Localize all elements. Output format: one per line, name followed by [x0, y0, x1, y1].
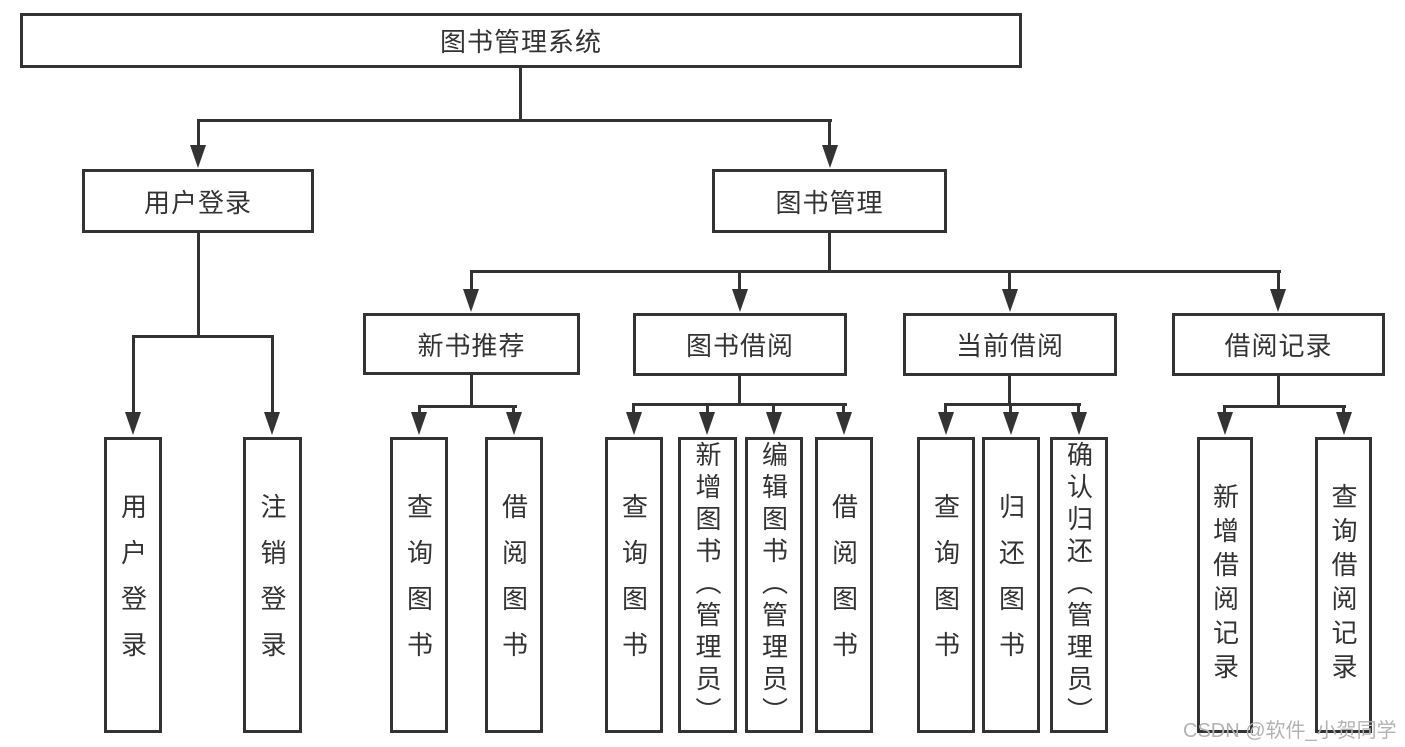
node-system-root: 图书管理系统	[20, 13, 1022, 68]
node-label: 归还图书	[995, 493, 1026, 677]
leaf-query-books-borrow: 查询图书	[605, 437, 663, 733]
node-label: 用户登录	[143, 187, 252, 218]
arrowhead	[125, 412, 141, 435]
node-label: 图书管理	[775, 187, 884, 218]
node-book-borrowing: 图书借阅	[633, 313, 847, 376]
arrowhead	[463, 289, 479, 312]
leaf-query-borrow-record: 查询借阅记录	[1315, 437, 1372, 733]
node-label: 用户登录	[117, 493, 148, 677]
connector-segment	[1342, 405, 1345, 415]
node-label: 图书管理系统	[439, 27, 602, 57]
arrowhead	[506, 412, 522, 435]
connector-segment	[271, 335, 274, 415]
leaf-add-borrow-record: 新增借阅记录	[1197, 437, 1253, 733]
connector-segment	[738, 376, 741, 403]
leaf-add-book-admin: 新增图书（管理员）	[678, 437, 737, 733]
arrowhead	[938, 412, 954, 435]
node-borrowing-records: 借阅记录	[1172, 313, 1385, 376]
connector-segment	[945, 403, 1081, 406]
arrowhead	[1002, 289, 1018, 312]
connector-segment	[1277, 376, 1280, 405]
arrowhead	[1071, 412, 1087, 435]
connector-segment	[1009, 403, 1012, 415]
connector-segment	[738, 270, 741, 292]
arrowhead	[822, 145, 838, 168]
connector-segment	[842, 403, 845, 415]
csdn-watermark: CSDN @软件_小贺同学	[1183, 720, 1397, 742]
node-current-borrowing: 当前借阅	[903, 313, 1117, 376]
connector-segment	[1008, 270, 1011, 292]
node-label: 编辑图书（管理员）	[758, 441, 789, 729]
connector-segment	[197, 119, 200, 147]
connector-segment	[1224, 405, 1346, 408]
node-label: 新增借阅记录	[1209, 483, 1240, 687]
arrowhead	[766, 412, 782, 435]
leaf-return-book: 归还图书	[982, 437, 1040, 733]
arrowhead	[411, 412, 427, 435]
node-label: 注销登录	[257, 493, 287, 677]
node-user-login: 用户登录	[82, 169, 314, 233]
connector-segment	[706, 403, 709, 415]
leaf-user-login: 用户登录	[104, 437, 162, 733]
leaf-query-books-newrec: 查询图书	[390, 437, 448, 733]
node-book-management: 图书管理	[712, 169, 947, 233]
connector-segment	[197, 233, 200, 335]
node-label: 确认归还（管理员）	[1063, 441, 1094, 729]
node-label: 查询图书	[930, 493, 961, 677]
arrowhead	[1270, 289, 1286, 312]
arrowhead	[836, 412, 852, 435]
node-label: 图书借阅	[685, 331, 794, 361]
node-label: 当前借阅	[955, 331, 1064, 361]
node-label: 借阅图书	[498, 493, 529, 677]
connector-segment	[1077, 403, 1080, 415]
node-label: 查询借阅记录	[1328, 483, 1358, 687]
node-label: 查询图书	[618, 493, 649, 677]
leaf-borrow-books-borrow: 借阅图书	[815, 437, 873, 733]
leaf-borrow-books-newrec: 借阅图书	[485, 437, 543, 733]
arrowhead	[264, 412, 280, 435]
connector-segment	[418, 405, 421, 415]
connector-segment	[519, 68, 522, 119]
connector-segment	[1008, 376, 1011, 403]
connector-segment	[1223, 405, 1226, 415]
node-label: 新增图书（管理员）	[692, 441, 722, 729]
node-label: 借阅记录	[1224, 331, 1333, 361]
connector-segment	[1277, 270, 1280, 292]
connector-segment	[828, 233, 831, 270]
connector-segment	[132, 335, 135, 415]
leaf-logout: 注销登录	[243, 437, 302, 733]
arrowhead	[1336, 412, 1352, 435]
connector-segment	[132, 335, 274, 338]
connector-segment	[197, 119, 832, 122]
connector-segment	[772, 403, 775, 415]
node-label: 借阅图书	[828, 493, 859, 677]
connector-segment	[470, 270, 473, 292]
arrowhead	[1003, 412, 1019, 435]
leaf-edit-book-admin: 编辑图书（管理员）	[745, 437, 803, 733]
connector-segment	[828, 119, 831, 147]
connector-segment	[633, 403, 847, 406]
leaf-confirm-return-admin: 确认归还（管理员）	[1050, 437, 1108, 733]
connector-segment	[632, 403, 635, 415]
connector-segment	[470, 375, 473, 405]
node-new-book-recommend: 新书推荐	[363, 313, 580, 375]
node-label: 新书推荐	[417, 330, 526, 361]
connector-segment	[944, 403, 947, 415]
arrowhead	[190, 145, 206, 168]
connector-segment	[470, 270, 1281, 273]
arrowhead	[699, 412, 715, 435]
arrowhead	[626, 412, 642, 435]
connector-segment	[418, 405, 517, 408]
arrowhead	[1217, 412, 1233, 435]
leaf-query-books-current: 查询图书	[917, 437, 975, 733]
connector-segment	[512, 405, 515, 415]
arrowhead	[732, 289, 748, 312]
node-label: 查询图书	[403, 493, 434, 677]
